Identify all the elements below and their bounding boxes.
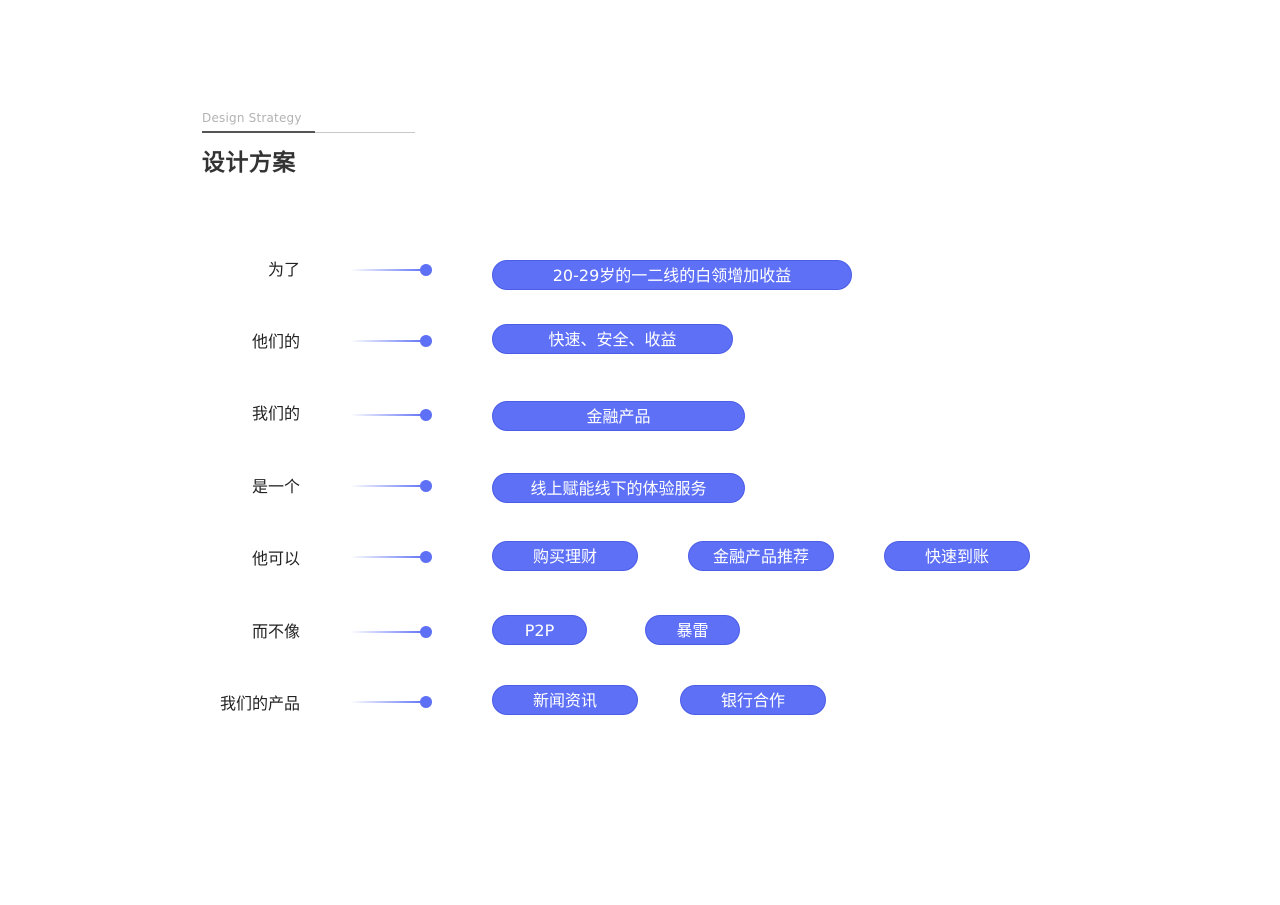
row-label: 他可以 (251, 549, 300, 568)
row-label: 而不像 (251, 622, 300, 641)
tag-pill: 金融产品推荐 (688, 541, 834, 571)
connector-dot (420, 626, 432, 638)
section-title: 设计方案 (202, 150, 296, 176)
connector-dot (420, 551, 432, 563)
row-label: 我们的 (251, 404, 300, 423)
row-label: 是一个 (251, 477, 300, 496)
connector-dot (420, 480, 432, 492)
connector-line (350, 626, 432, 638)
row-label: 我们的产品 (219, 694, 300, 713)
row-label: 为了 (267, 260, 300, 279)
tag-pill: 20-29岁的一二线的白领增加收益 (492, 260, 852, 290)
connector-line (350, 696, 432, 708)
tag-pill: 快速、安全、收益 (492, 324, 733, 354)
connector-dot (420, 696, 432, 708)
tag-pill: P2P (492, 615, 587, 645)
tag-pill: 购买理财 (492, 541, 638, 571)
connector-line (350, 409, 432, 421)
row-label: 他们的 (251, 332, 300, 351)
connector-dot (420, 264, 432, 276)
tag-pill: 金融产品 (492, 401, 745, 431)
tag-pill: 银行合作 (680, 685, 826, 715)
connector-dot (420, 409, 432, 421)
connector-line (350, 551, 432, 563)
tag-pill: 新闻资讯 (492, 685, 638, 715)
connector-line (350, 480, 432, 492)
connector-line (350, 335, 432, 347)
connector-line (350, 264, 432, 276)
tag-pill: 暴雷 (645, 615, 740, 645)
header-divider-accent (202, 131, 315, 133)
connector-dot (420, 335, 432, 347)
tag-pill: 线上赋能线下的体验服务 (492, 473, 745, 503)
tag-pill: 快速到账 (884, 541, 1030, 571)
section-subtitle: Design Strategy (202, 111, 302, 125)
